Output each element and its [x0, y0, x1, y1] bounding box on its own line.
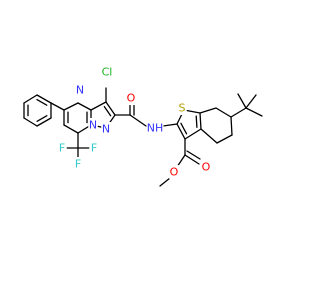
- ester-carbonyl-bond-inner: [186, 150, 201, 160]
- pyrazole-bond: [90, 101, 107, 111]
- cyclohexene-bond: [215, 107, 232, 118]
- pyrazole-bond: [105, 101, 116, 116]
- fluorine-atom-backdrop: [89, 141, 99, 155]
- cyclohexene-bond: [230, 116, 233, 136]
- nitrogen-atom: NH: [147, 122, 164, 135]
- oxygen-atom-backdrop: [126, 91, 136, 105]
- ester-carbonyl-bond: [184, 154, 200, 165]
- nitrogen-atom: N: [102, 123, 110, 136]
- oxygen-atom-backdrop: [201, 160, 211, 174]
- pyrimidine-bond: [77, 102, 92, 111]
- tbutyl-bond: [237, 93, 247, 109]
- phenyl-pyrimidine-bond: [50, 102, 65, 111]
- pyrimidine-bond: [63, 102, 79, 111]
- chlorine-atom: Cl: [102, 66, 113, 79]
- thiophene-bond: [176, 123, 186, 140]
- thiophene-bond-inner: [195, 115, 198, 128]
- fluorine-atom: F: [59, 142, 65, 155]
- cyclohexene-bond: [199, 107, 217, 114]
- oxygen-atom: O: [202, 161, 211, 174]
- bond-layer: [23, 87, 263, 187]
- pyrimidine-bond: [63, 124, 79, 134]
- nitrogen-atom-backdrop: [75, 83, 85, 97]
- oxygen-atom: O: [170, 166, 179, 179]
- thiophene-bond: [184, 128, 202, 140]
- fluorine-atom: F: [75, 158, 81, 171]
- nitrogen-atom: N: [76, 84, 84, 97]
- cyclohexene-bond: [216, 134, 233, 144]
- tbutyl-bond: [245, 94, 257, 109]
- phenyl-bond: [36, 94, 52, 104]
- oxygen-atom-backdrop: [169, 165, 179, 179]
- nh-thiophene-bond: [162, 123, 178, 127]
- nitrogen-atom: N: [89, 119, 97, 132]
- thiophene-bond: [199, 112, 202, 130]
- thiophene-bond-inner: [180, 122, 188, 135]
- sulfur-atom-backdrop: [177, 101, 187, 115]
- phenyl-bond: [36, 117, 52, 127]
- amide-n-bond: [129, 114, 147, 127]
- chlorine-atom-backdrop: [98, 65, 116, 79]
- phenyl-bond: [23, 94, 38, 104]
- tbutyl-bond: [230, 107, 247, 118]
- fluorine-atom-backdrop: [57, 141, 67, 155]
- phenyl-bond-inner: [36, 115, 48, 122]
- pyrazole-bond-inner: [103, 105, 112, 117]
- phenyl-bond-inner: [36, 98, 48, 106]
- nitrogen-atom-backdrop: [146, 121, 164, 135]
- cyclohexene-bond: [200, 128, 218, 144]
- nitrogen-atom-backdrop: [88, 118, 98, 132]
- fluorine-atom: F: [91, 142, 97, 155]
- oxygen-atom: O: [127, 92, 136, 105]
- nitrogen-atom-backdrop: [101, 122, 111, 136]
- tbutyl-bond: [245, 107, 263, 117]
- phenyl-bond: [23, 117, 38, 127]
- sulfur-atom: S: [179, 102, 186, 115]
- fluorine-atom-backdrop: [73, 157, 83, 171]
